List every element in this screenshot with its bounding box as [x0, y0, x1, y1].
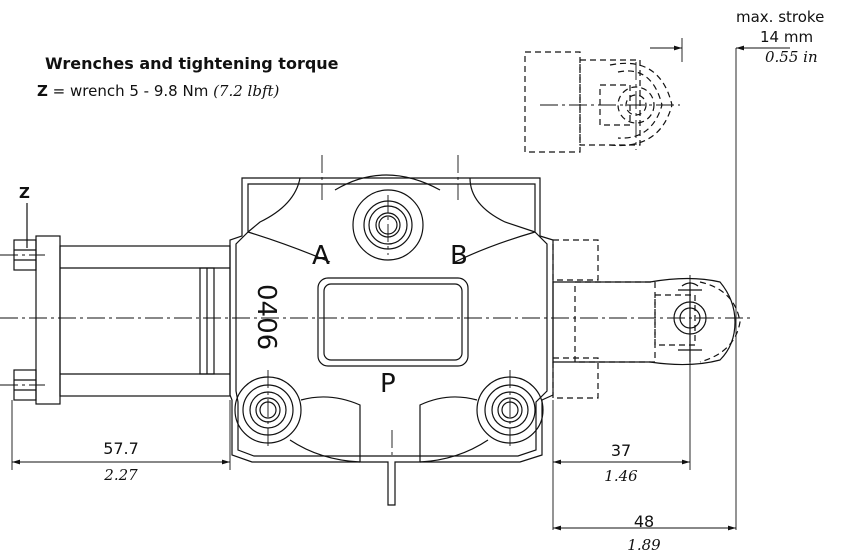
dim-bottom-imperial: 1.89 — [627, 536, 661, 554]
center-lines — [0, 62, 750, 455]
max-stroke-imperial: 0.55 in — [765, 48, 818, 66]
port-b-label: B — [450, 241, 468, 271]
wrench-torque-imperial: (7.2 lbft) — [213, 82, 280, 100]
dim-left-imperial: 2.27 — [104, 466, 138, 484]
dim-mid-imperial: 1.46 — [604, 467, 638, 485]
wrench-spec: Z = wrench 5 - 9.8 Nm (7.2 lbft) — [37, 84, 279, 99]
port-p-label: P — [380, 369, 396, 399]
right-clamp-arm — [552, 239, 741, 399]
max-stroke-label: max. stroke — [736, 8, 825, 26]
body-code: 0406 — [251, 284, 281, 350]
max-stroke-metric: 14 mm — [760, 28, 814, 46]
dim-bottom-metric: 48 — [633, 512, 655, 531]
page-title: Wrenches and tightening torque — [45, 54, 339, 73]
wrench-key: Z — [37, 82, 48, 100]
wrench-torque: = wrench 5 - 9.8 Nm — [47, 82, 214, 100]
dim-left-metric: 57.7 — [103, 439, 139, 458]
left-cylinder — [13, 235, 231, 405]
dimension-lines — [11, 38, 790, 531]
port-a-label: A — [312, 241, 330, 271]
z-marker-label: Z — [19, 184, 30, 202]
dim-mid-metric: 37 — [610, 441, 632, 460]
upper-clamp-ghost — [524, 51, 673, 153]
